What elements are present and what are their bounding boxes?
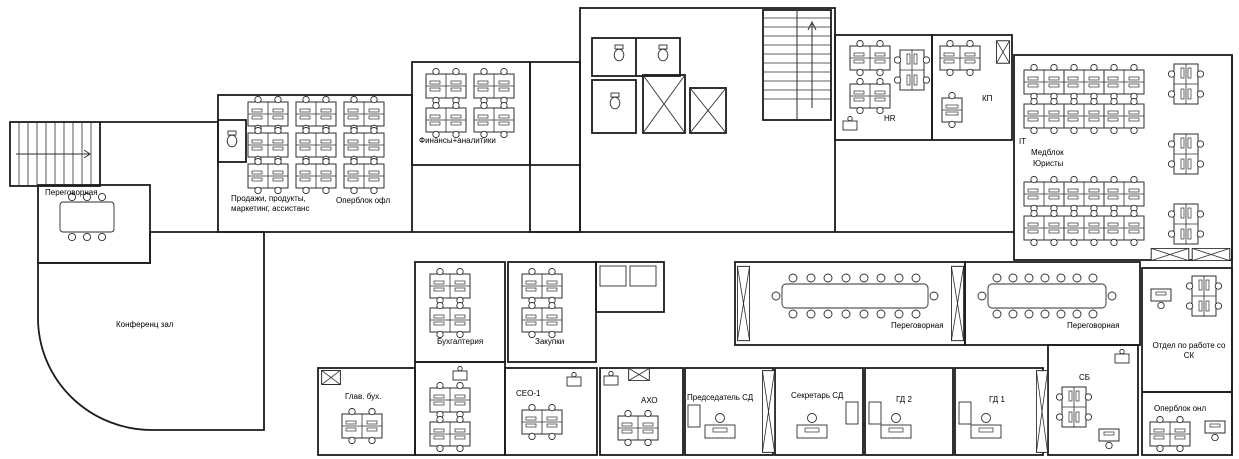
room-label-finance: Финансы+аналитики — [419, 136, 496, 145]
room-label-sales: Продажи, продукты, маркетинг, ассистанс — [231, 194, 310, 213]
room-label-sk-department: Отдел по работе со СК — [1152, 341, 1226, 360]
room-label-gd-2: ГД 2 — [896, 395, 912, 404]
room-label-accounting: Бухгалтерия — [437, 337, 484, 346]
toilet-icon — [610, 93, 620, 109]
room-label-secretary-sd: Секретарь СД — [791, 391, 844, 400]
room-label-chairman-sd: Председатель СД — [687, 393, 754, 402]
room-label-aho: АХО — [641, 396, 658, 405]
room-label-it: IT — [1019, 137, 1027, 146]
room-label-lawyers: Юристы — [1033, 159, 1064, 168]
room-label-meeting-center: Переговорная — [891, 321, 944, 330]
room-label-procurement: Закупки — [535, 337, 565, 346]
room-label-operblok-onl: Оперблок онл — [1154, 404, 1207, 413]
room-label-meeting-nw: Переговорная — [45, 188, 98, 197]
room-label-conference: Конференц зал — [116, 320, 174, 329]
toilet-icon — [227, 131, 237, 147]
room-label-chief-accountant: Глав. бух. — [345, 392, 382, 401]
meeting-table-east — [977, 273, 1117, 319]
room-label-kp: КП — [982, 94, 993, 103]
executive-desks — [687, 401, 1002, 439]
meeting-table-center — [771, 273, 939, 319]
room-label-gd-1: ГД 1 — [989, 395, 1005, 404]
room-label-operblok-ofl: Оперблок офл — [336, 196, 391, 205]
toilet-icon — [614, 45, 624, 61]
toilet-icon — [658, 45, 668, 61]
room-label-hr: HR — [884, 114, 896, 123]
storage-cabinets — [599, 265, 657, 287]
room-label-ceo-1: СЕО-1 — [516, 389, 541, 398]
stairs-core — [764, 10, 830, 120]
room-label-meeting-east: Переговорная — [1067, 321, 1120, 330]
room-label-sb: СБ — [1079, 373, 1091, 382]
workstations — [248, 40, 1225, 451]
stairs-nw — [16, 123, 92, 185]
meeting-table-nw — [59, 192, 115, 242]
room-label-medblok: Медблок — [1031, 148, 1064, 157]
walls — [9, 7, 1233, 456]
elevators — [642, 74, 727, 134]
